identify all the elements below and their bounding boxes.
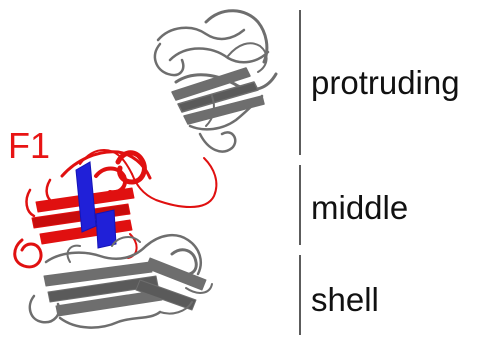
f1-label: F1 [8,125,51,166]
protruding-domain-label: protruding [311,64,460,101]
shell-domain-label: shell [311,281,379,318]
shell-domain-ribbon [28,233,213,329]
blue-beta-strand [75,161,117,249]
middle-domain-label: middle [311,189,409,226]
protruding-domain-ribbon [153,9,278,153]
